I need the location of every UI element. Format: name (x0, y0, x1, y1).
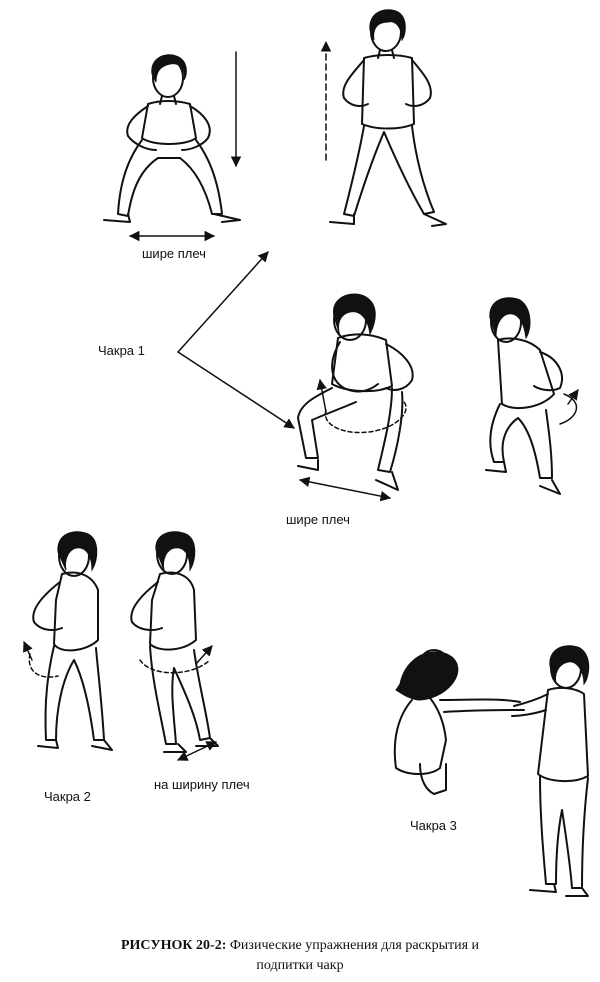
pointer-chakra1-up (177, 251, 269, 353)
caption-line-1: Физические упражнения для раскрытия и (229, 938, 480, 953)
caption-prefix: РИСУНОК 20-2: (120, 938, 227, 953)
label-shoulder-width: на ширину плеч (154, 777, 250, 792)
figure-chakra2-left (23, 531, 113, 751)
figure-chakra3-pair (393, 645, 590, 897)
figure-caption-line2: подпитки чакр (0, 958, 600, 974)
label-wider-than-shoulders-top: шире плеч (142, 246, 206, 261)
arrow-wide-stance-2 (298, 476, 392, 502)
figure-chakra2-right (130, 531, 219, 753)
pointer-chakra1-down (177, 351, 295, 429)
caption-line-2: подпитки чакр (256, 958, 344, 973)
arrow-shoulder-width (177, 741, 217, 761)
figure-standing (329, 9, 447, 227)
figure-caption: РИСУНОК 20-2: Физические упражнения для … (0, 938, 600, 954)
label-chakra-3: Чакра 3 (410, 818, 457, 833)
figure-squat-wide (103, 54, 241, 223)
label-chakra-2: Чакра 2 (44, 789, 91, 804)
label-wider-than-shoulders-middle: шире плеч (286, 512, 350, 527)
label-chakra-1: Чакра 1 (98, 343, 145, 358)
figure-side-squat (485, 297, 579, 495)
figure-squat-rotation (297, 293, 414, 491)
